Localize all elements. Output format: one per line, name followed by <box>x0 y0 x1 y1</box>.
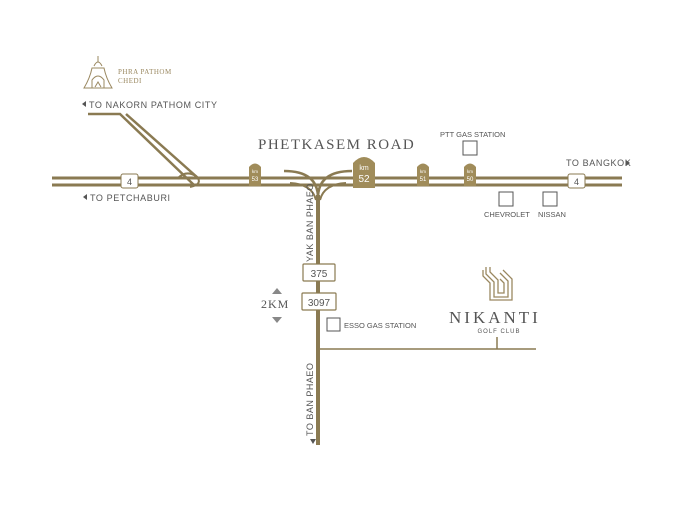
distance-label: 2KM <box>261 297 289 311</box>
km-marker-unit: km <box>467 169 473 174</box>
nakorn-pathom-road <box>88 112 199 186</box>
phetkasem-road-label: PHETKASEM ROAD <box>258 137 415 153</box>
route-375-sign: 375 <box>302 263 336 282</box>
direction-petchaburi: TO PETCHABURI <box>90 193 171 203</box>
arrow-right-icon <box>626 160 630 166</box>
direction-bangkok: TO BANGKOK <box>566 158 631 168</box>
ptt-gas-station-marker <box>462 140 478 156</box>
km-marker-unit: km <box>420 169 426 174</box>
chevrolet-label: CHEVROLET <box>484 210 530 219</box>
km-marker-51: km 51 <box>417 163 429 186</box>
km-marker-value: 51 <box>420 177 427 183</box>
arrow-down-icon <box>272 317 282 323</box>
nissan-label: NISSAN <box>538 210 566 219</box>
chedi-label-line2: CHEDI <box>118 77 142 85</box>
km-marker-value: 53 <box>252 177 259 183</box>
highway-4-number: 4 <box>127 177 132 187</box>
direction-nakorn-pathom: TO NAKORN PATHOM CITY <box>89 100 218 110</box>
highway-4-sign-right: 4 <box>567 173 586 189</box>
km-marker-value: 52 <box>358 174 370 185</box>
arrow-up-icon <box>272 288 282 294</box>
highway-4-sign-left: 4 <box>120 173 139 189</box>
yak-ban-phaeo-road <box>283 169 353 445</box>
chedi-icon <box>83 56 113 89</box>
yak-ban-phaeo-label: YAK BAN PHAEO <box>305 183 315 262</box>
direction-ban-phaeo: TO BAN PHAEO <box>305 363 315 436</box>
chedi-label-line1: PHRA PATHOM <box>118 68 172 76</box>
km-marker-unit: km <box>252 169 258 174</box>
route-375-number: 375 <box>311 269 328 280</box>
nikanti-logo-icon <box>482 267 513 301</box>
km-marker-unit: km <box>359 165 369 172</box>
arrow-down-icon <box>310 439 316 444</box>
km-marker-value: 50 <box>467 177 474 183</box>
arrow-left-icon <box>83 194 87 200</box>
nikanti-access-road <box>320 337 536 350</box>
esso-gas-station-label: ESSO GAS STATION <box>344 321 416 330</box>
esso-gas-station-marker <box>326 317 341 332</box>
nikanti-brand-subtitle: GOLF CLUB <box>477 329 520 335</box>
ptt-gas-station-label: PTT GAS STATION <box>440 130 505 139</box>
chevrolet-marker <box>498 191 514 207</box>
route-3097-number: 3097 <box>308 298 331 309</box>
nikanti-brand-name: NIKANTI <box>449 308 541 327</box>
arrow-left-icon <box>82 101 86 107</box>
km-marker-53: km 53 <box>249 163 261 186</box>
km-marker-52: km 52 <box>353 157 375 188</box>
route-3097-sign: 3097 <box>301 292 337 311</box>
interchange-loop <box>177 172 200 188</box>
highway-4-number: 4 <box>574 177 579 187</box>
km-marker-50: km 50 <box>464 163 476 186</box>
nissan-marker <box>542 191 558 207</box>
